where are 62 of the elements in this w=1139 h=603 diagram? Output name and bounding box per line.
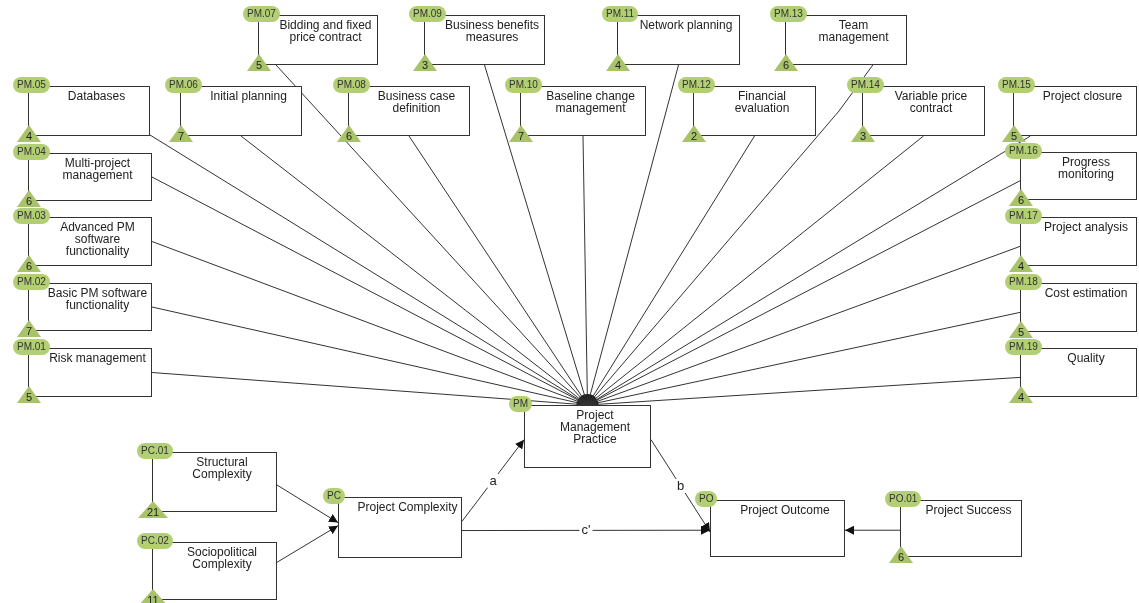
connector-line (275, 64, 588, 406)
code-tag: PM.05 (13, 77, 50, 93)
construct-name: Structural Complexity (191, 456, 253, 480)
code-tag: PM.07 (243, 6, 280, 22)
code-tag: PM (509, 396, 532, 412)
construct-name: Financial evaluation (733, 90, 791, 114)
code-tag: PO (695, 491, 718, 507)
edge-label: a (487, 473, 499, 488)
construct-name: Project Management Practice (558, 409, 631, 445)
code-tag: PM.10 (505, 77, 542, 93)
connector-line (587, 135, 924, 406)
code-tag: PC.02 (137, 533, 173, 549)
code-tag: PM.18 (1005, 274, 1042, 290)
construct-name: Progress monitoring (1057, 156, 1115, 180)
construct-name: Baseline change management (545, 90, 636, 114)
construct-name: Cost estimation (1043, 287, 1129, 299)
code-tag: PM.03 (13, 208, 50, 224)
code-tag: PM.04 (13, 144, 50, 160)
code-tag: PM.01 (13, 339, 50, 355)
construct-name: Advanced PM software functionality (59, 221, 136, 257)
code-tag: PM.12 (678, 77, 715, 93)
connector-line (484, 64, 588, 406)
construct-name: Variable price contract (893, 90, 969, 114)
arrow (461, 525, 711, 535)
construct-name: Bidding and fixed price contract (278, 19, 373, 43)
construct-name: Risk management (48, 352, 147, 364)
construct-name: Project analysis (1042, 221, 1129, 233)
code-tag: PM.11 (602, 6, 639, 22)
code-tag: PO.01 (885, 491, 922, 507)
construct-name: Basic PM software functionality (47, 287, 148, 311)
code-tag: PM.14 (847, 77, 884, 93)
code-tag: PC (323, 488, 345, 504)
arrow (650, 439, 711, 533)
construct-name: Project Outcome (739, 504, 831, 516)
arrow (276, 484, 339, 524)
construct-name: Project Success (924, 504, 1013, 516)
construct-name: Sociopolitical Complexity (185, 546, 258, 570)
construct-name: Business case definition (376, 90, 457, 114)
construct-name: Network planning (638, 19, 734, 31)
code-tag: PM.17 (1005, 208, 1042, 224)
construct-name: Quality (1066, 352, 1106, 364)
code-tag: PM.13 (770, 6, 807, 22)
code-tag: PM.19 (1005, 339, 1042, 355)
code-tag: PM.09 (409, 6, 446, 22)
edge-label: b (674, 478, 687, 493)
arrow (844, 525, 901, 535)
code-tag: PC.01 (137, 443, 173, 459)
construct-name: Business benefits measures (443, 19, 541, 43)
construct-name: Project closure (1041, 90, 1124, 102)
connector-line (587, 64, 874, 406)
construct-name: Databases (66, 90, 127, 102)
code-tag: PM.06 (165, 77, 202, 93)
connector-line (587, 64, 679, 406)
construct-name: Initial planning (209, 90, 288, 102)
construct-name: Multi-project management (61, 157, 134, 181)
code-tag: PM.08 (333, 77, 370, 93)
code-tag: PM.16 (1005, 143, 1042, 159)
arrow (461, 439, 525, 522)
arrow (276, 525, 339, 563)
code-tag: PM.15 (998, 77, 1035, 93)
construct-name: Team management (817, 19, 890, 43)
construct-name: Project Complexity (357, 501, 458, 513)
